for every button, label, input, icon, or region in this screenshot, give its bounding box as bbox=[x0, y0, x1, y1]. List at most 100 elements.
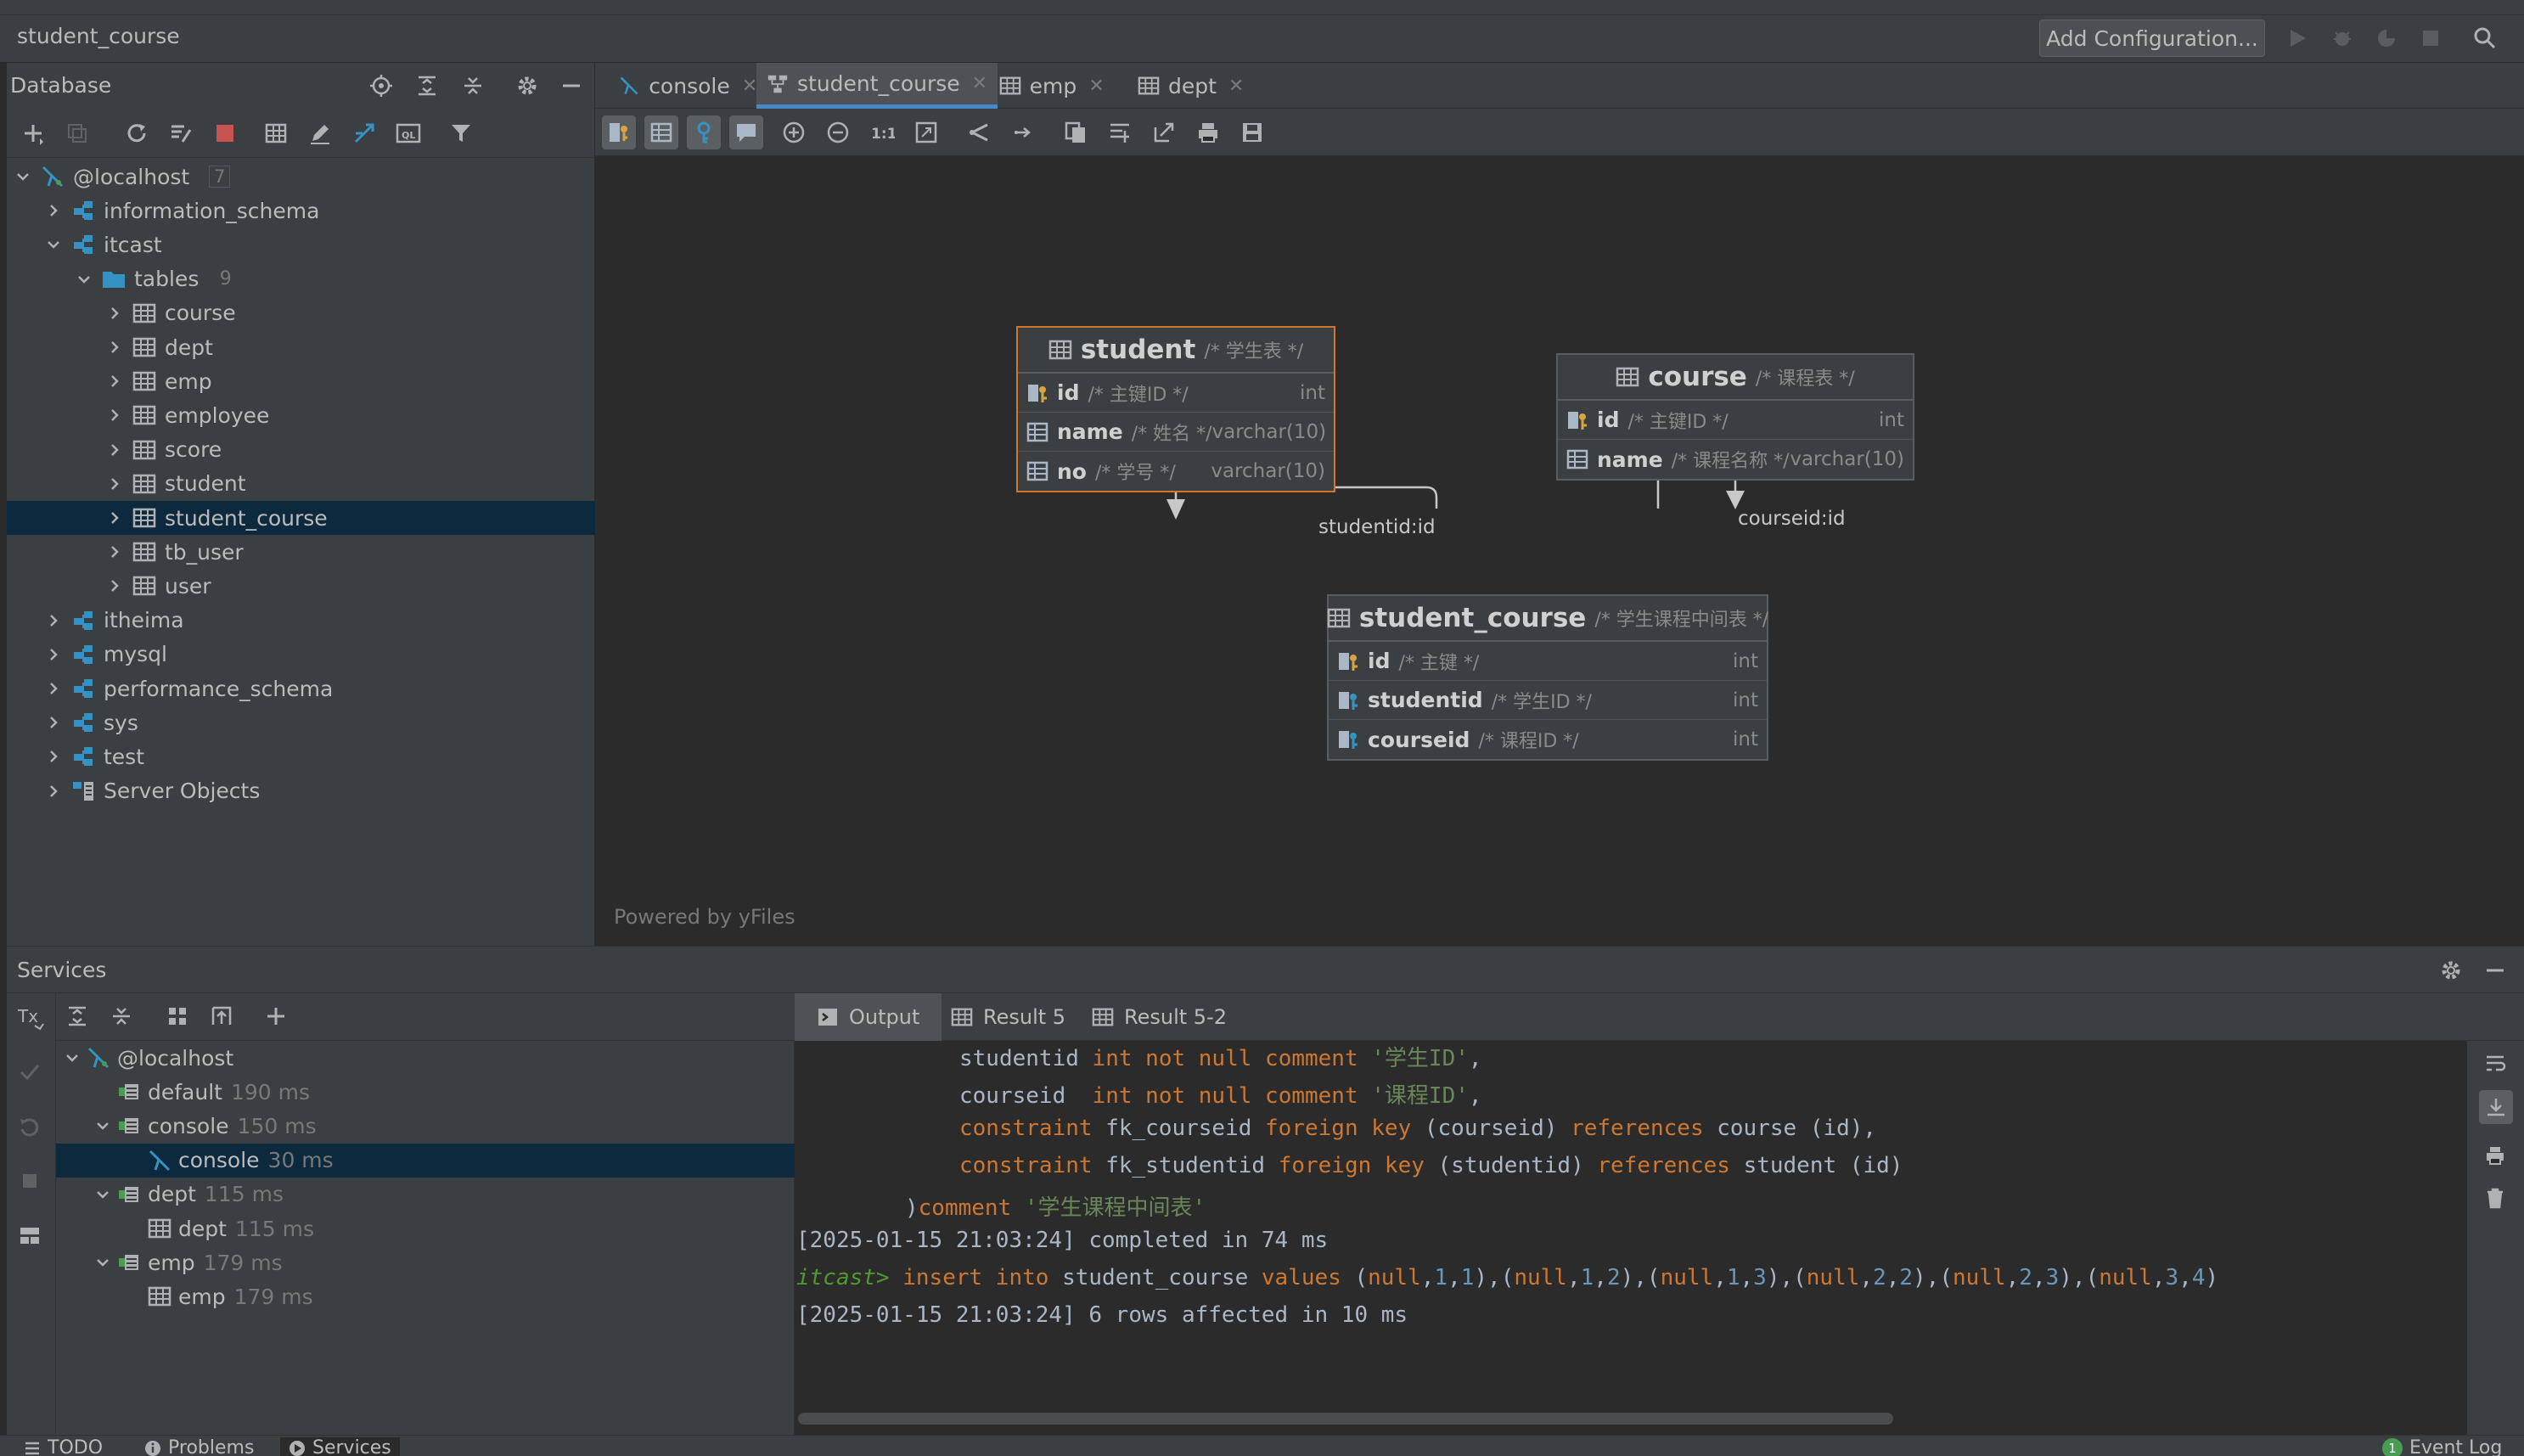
scroll-to-end-icon[interactable] bbox=[2479, 1090, 2513, 1124]
zoom-in-icon[interactable] bbox=[780, 119, 807, 146]
stop-query-icon[interactable] bbox=[17, 1168, 42, 1194]
chevron-right-icon[interactable] bbox=[105, 304, 124, 323]
commit-icon[interactable] bbox=[17, 1060, 42, 1085]
close-icon[interactable]: ✕ bbox=[971, 73, 988, 94]
tx-mode-icon[interactable]: Tx bbox=[15, 1005, 46, 1031]
search-icon[interactable] bbox=[2472, 25, 2498, 51]
db-tree-node-emp[interactable]: emp bbox=[7, 364, 595, 398]
filter-icon[interactable] bbox=[447, 119, 475, 148]
field-row[interactable]: no /* 学号 */ varchar(10) bbox=[1018, 452, 1334, 491]
print-output-icon[interactable] bbox=[2482, 1143, 2508, 1168]
output-tab-result-5-2[interactable]: Result 5-2 bbox=[1070, 993, 1249, 1041]
chevron-right-icon[interactable] bbox=[105, 509, 124, 527]
chevron-down-icon[interactable] bbox=[93, 1185, 112, 1204]
db-tree-node-itcast[interactable]: itcast bbox=[7, 228, 595, 261]
chevron-right-icon[interactable] bbox=[44, 713, 63, 732]
zoom-out-icon[interactable] bbox=[824, 119, 852, 146]
query-console-icon[interactable]: QL bbox=[394, 119, 423, 148]
debug-icon[interactable] bbox=[2330, 25, 2355, 51]
settings-gear-icon[interactable] bbox=[514, 73, 540, 98]
tab-dept[interactable]: dept✕ bbox=[1127, 63, 1254, 109]
stop-icon[interactable] bbox=[2418, 25, 2443, 51]
add-icon[interactable] bbox=[19, 119, 48, 148]
group-by-icon[interactable] bbox=[165, 1003, 190, 1029]
entity-student-header[interactable]: student /* 学生表 */ bbox=[1018, 328, 1334, 374]
tab-student-course[interactable]: student_course✕ bbox=[756, 63, 998, 109]
chevron-right-icon[interactable] bbox=[105, 475, 124, 493]
field-row[interactable]: id /* 主键ID */ int bbox=[1558, 401, 1913, 440]
tab-emp[interactable]: emp✕ bbox=[989, 63, 1115, 109]
field-row[interactable]: name /* 课程名称 */ varchar(10) bbox=[1558, 440, 1913, 479]
chevron-right-icon[interactable] bbox=[105, 338, 124, 357]
console-horizontal-scrollbar[interactable] bbox=[798, 1413, 1893, 1425]
refresh-icon[interactable] bbox=[122, 119, 151, 148]
table-editor-icon[interactable] bbox=[261, 119, 290, 148]
services-tab[interactable]: Services bbox=[280, 1437, 400, 1456]
hide-panel-icon[interactable] bbox=[559, 73, 584, 98]
db-tree-node-dept[interactable]: dept bbox=[7, 330, 595, 364]
services-tree-node[interactable]: @localhost bbox=[56, 1041, 795, 1075]
chevron-down-icon[interactable] bbox=[93, 1253, 112, 1272]
db-tree-node-student[interactable]: student bbox=[7, 467, 595, 501]
edge-routing-icon[interactable] bbox=[1106, 119, 1133, 146]
field-row[interactable]: id /* 主键 */ int bbox=[1329, 642, 1767, 681]
field-row[interactable]: studentid /* 学生ID */ int bbox=[1329, 681, 1767, 720]
close-icon[interactable]: ✕ bbox=[1228, 75, 1245, 97]
chevron-right-icon[interactable] bbox=[105, 576, 124, 595]
chevron-right-icon[interactable] bbox=[44, 611, 63, 630]
show-columns-icon[interactable] bbox=[602, 115, 636, 149]
locate-icon[interactable] bbox=[368, 73, 394, 98]
output-tab-output[interactable]: Output bbox=[795, 993, 942, 1041]
chevron-right-icon[interactable] bbox=[44, 782, 63, 801]
breadcrumb-document-title[interactable]: student_course bbox=[17, 24, 180, 48]
chevron-right-icon[interactable] bbox=[44, 645, 63, 664]
console-output[interactable]: studentid int not null comment '学生ID', c… bbox=[795, 1041, 2467, 1435]
jump-to-source-icon[interactable] bbox=[350, 119, 379, 148]
tab-console[interactable]: console✕ bbox=[608, 63, 767, 109]
entity-student[interactable]: student /* 学生表 */ id /* 主键ID */ int name… bbox=[1016, 326, 1335, 492]
db-tree-node-mysql[interactable]: mysql bbox=[7, 638, 595, 672]
chevron-right-icon[interactable] bbox=[105, 441, 124, 459]
db-tree-node-sys[interactable]: sys bbox=[7, 706, 595, 739]
services-hide-icon[interactable] bbox=[2482, 958, 2508, 983]
db-tree-node-tb-user[interactable]: tb_user bbox=[7, 535, 595, 569]
chevron-right-icon[interactable] bbox=[44, 679, 63, 698]
chevron-down-icon[interactable] bbox=[44, 235, 63, 254]
close-icon[interactable]: ✕ bbox=[1088, 75, 1105, 97]
chevron-down-icon[interactable] bbox=[93, 1116, 112, 1135]
layout-split-icon[interactable] bbox=[17, 1223, 42, 1248]
rollback-icon[interactable] bbox=[17, 1114, 42, 1139]
chevron-right-icon[interactable] bbox=[105, 542, 124, 561]
collapse-all-icon[interactable] bbox=[109, 1003, 134, 1029]
db-tree-node-performance-schema[interactable]: performance_schema bbox=[7, 672, 595, 706]
disconnect-icon[interactable] bbox=[211, 119, 239, 148]
fit-content-icon[interactable] bbox=[913, 119, 940, 146]
save-diagram-icon[interactable] bbox=[1239, 119, 1266, 146]
export-icon[interactable] bbox=[1150, 119, 1178, 146]
db-tree-node-score[interactable]: score bbox=[7, 433, 595, 467]
output-tab-result-5[interactable]: Result 5 bbox=[929, 993, 1088, 1041]
print-icon[interactable] bbox=[1195, 119, 1222, 146]
actual-size-icon[interactable]: 1:1 bbox=[869, 119, 896, 146]
show-keys-icon[interactable] bbox=[687, 115, 721, 149]
db-tree-node-employee[interactable]: employee bbox=[7, 398, 595, 432]
chevron-down-icon[interactable] bbox=[63, 1048, 82, 1067]
field-row[interactable]: courseid /* 课程ID */ int bbox=[1329, 720, 1767, 759]
copy-diagram-icon[interactable] bbox=[1062, 119, 1089, 146]
chevron-right-icon[interactable] bbox=[105, 406, 124, 424]
chevron-down-icon[interactable] bbox=[75, 270, 93, 289]
field-row[interactable]: id /* 主键ID */ int bbox=[1018, 374, 1334, 413]
collapse-all-icon[interactable] bbox=[460, 73, 486, 98]
edit-icon[interactable] bbox=[306, 119, 334, 148]
db-tree-node-itheima[interactable]: itheima bbox=[7, 604, 595, 638]
